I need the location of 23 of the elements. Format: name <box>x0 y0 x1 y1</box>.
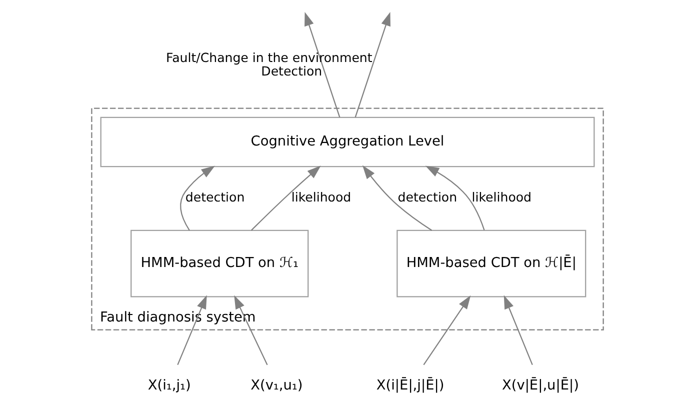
node-box: HMM-based CDT on ℋ₁ <box>130 230 309 298</box>
arrow <box>425 166 485 230</box>
arrow <box>423 295 471 366</box>
arrow <box>354 12 390 118</box>
node-text: X(v|Ē|,u|Ē|) <box>502 377 579 394</box>
edge-label: Detection <box>261 63 322 78</box>
edge-label: detection <box>185 190 245 205</box>
arrow <box>177 295 207 366</box>
arrow <box>251 166 321 231</box>
arrow <box>362 165 432 231</box>
node-box: Cognitive Aggregation Level <box>100 116 595 168</box>
arrow <box>180 166 216 231</box>
edge-label: likelihood <box>472 190 532 205</box>
arrow <box>504 295 533 366</box>
node-box: HMM-based CDT on ℋ|Ē| <box>396 230 586 298</box>
node-text: X(i₁,j₁) <box>148 377 191 394</box>
node-text: X(v₁,u₁) <box>250 377 303 394</box>
arrow <box>234 295 268 366</box>
edge-label: Fault/Change in the environment <box>166 50 372 65</box>
edge-label: detection <box>398 190 458 205</box>
node-text: X(i|Ē|,j|Ē|) <box>376 377 444 394</box>
edge-label: likelihood <box>291 190 352 205</box>
arrow <box>304 12 340 118</box>
